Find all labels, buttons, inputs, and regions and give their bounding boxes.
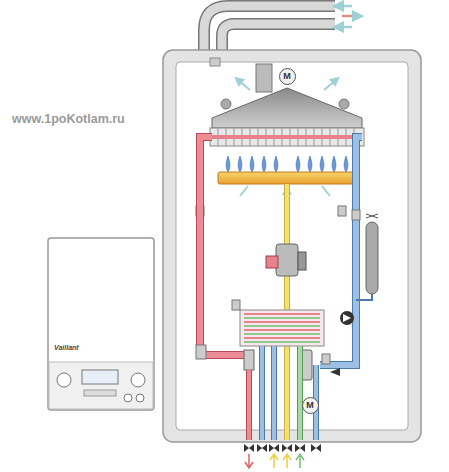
motor-symbol: M: [302, 397, 319, 414]
motor-symbol: M: [279, 68, 296, 85]
brand-name: Vaillant: [54, 344, 79, 352]
motor-letter: M: [283, 72, 291, 81]
motor-letter: M: [306, 401, 314, 410]
watermark: www.1poKotlam.ru: [12, 113, 125, 127]
